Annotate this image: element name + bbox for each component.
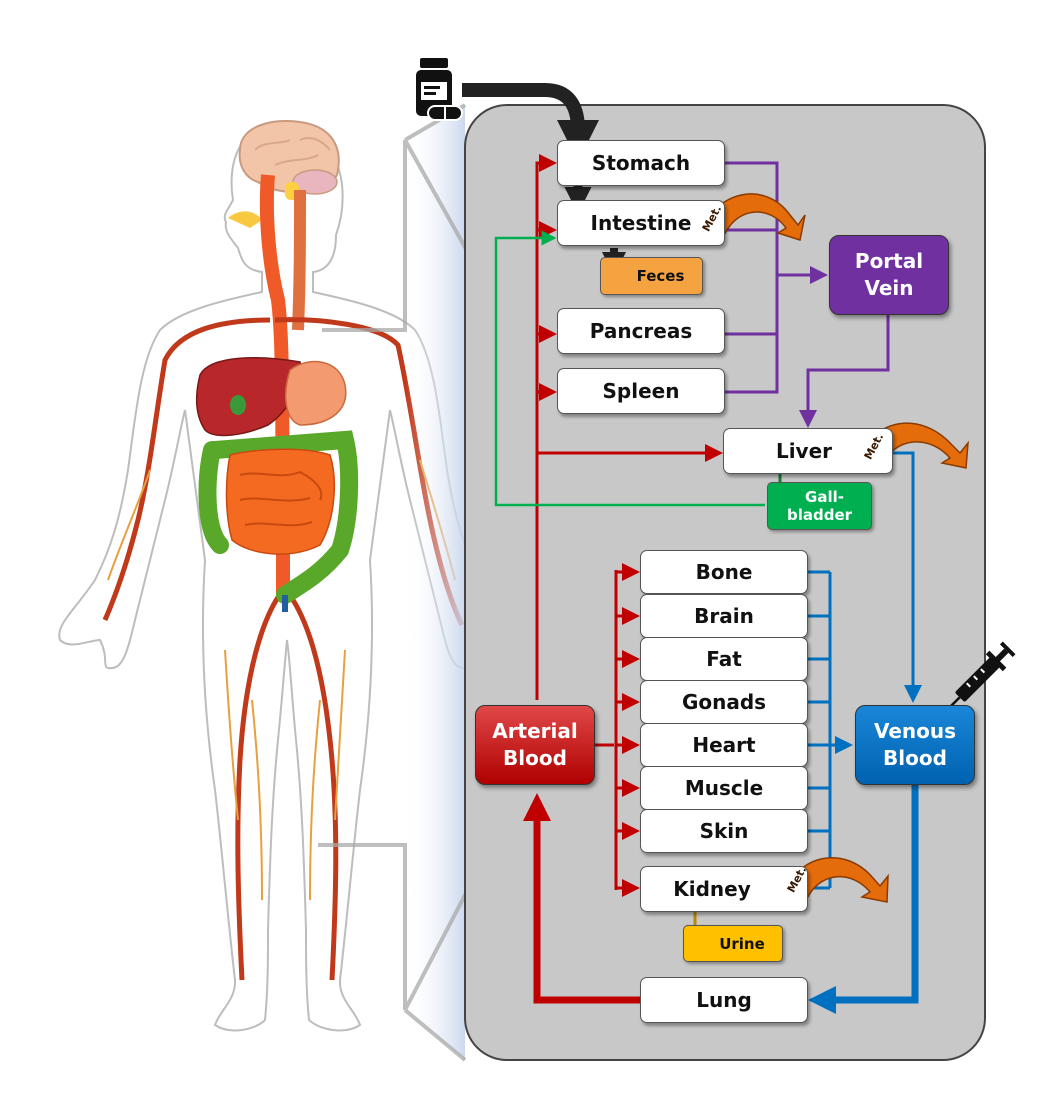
venous-blood-label-2: Blood bbox=[883, 746, 947, 770]
fat-compartment: Fat bbox=[640, 637, 808, 681]
bone-label: Bone bbox=[695, 560, 753, 584]
fat-label: Fat bbox=[706, 647, 742, 671]
gonads-compartment: Gonads bbox=[640, 680, 808, 724]
oral-route-arrow bbox=[462, 83, 599, 162]
skin-compartment: Skin bbox=[640, 809, 808, 853]
skin-label: Skin bbox=[699, 819, 749, 843]
brain-label: Brain bbox=[694, 604, 754, 628]
heart-label: Heart bbox=[692, 733, 756, 757]
venous-connections bbox=[806, 451, 922, 890]
pancreas-compartment: Pancreas bbox=[557, 308, 725, 354]
heart-compartment: Heart bbox=[640, 723, 808, 767]
stomach-compartment: Stomach bbox=[557, 140, 725, 186]
kidney-label: Kidney bbox=[673, 877, 751, 901]
gonads-label: Gonads bbox=[681, 690, 767, 714]
urine-label: Urine bbox=[719, 934, 765, 953]
human-anatomy-illustration bbox=[58, 119, 517, 1032]
muscle-label: Muscle bbox=[684, 776, 764, 800]
venous-blood-compartment: Venous Blood bbox=[855, 705, 975, 785]
spleen-compartment: Spleen bbox=[557, 368, 725, 414]
arterial-connections bbox=[535, 154, 723, 897]
pill-bottle-icon bbox=[416, 58, 463, 121]
liver-label: Liver bbox=[775, 439, 833, 463]
gallbladder-box: Gall- bladder bbox=[767, 482, 872, 530]
kidney-compartment: Kidney bbox=[640, 866, 808, 912]
feces-box: Feces bbox=[600, 257, 703, 295]
zoom-projection bbox=[405, 105, 465, 1060]
lung-compartment: Lung bbox=[640, 977, 808, 1023]
arterial-blood-label-2: Blood bbox=[503, 746, 567, 770]
gallbladder-label-1: Gall- bbox=[805, 488, 844, 506]
liver-compartment: Liver bbox=[723, 428, 893, 474]
metabolism-intestine-arrow bbox=[699, 193, 806, 241]
arterial-blood-label-1: Arterial bbox=[492, 719, 578, 743]
portal-vein-label-1: Portal bbox=[854, 249, 924, 273]
lung-label: Lung bbox=[696, 988, 752, 1012]
bone-compartment: Bone bbox=[640, 550, 808, 594]
brain-compartment: Brain bbox=[640, 594, 808, 638]
stomach-label: Stomach bbox=[591, 151, 691, 175]
venous-blood-label-1: Venous bbox=[873, 719, 957, 743]
urine-box: Urine bbox=[683, 925, 783, 962]
gallbladder-label-2: bladder bbox=[786, 506, 853, 524]
portal-vein-label-2: Vein bbox=[864, 276, 914, 300]
feces-label: Feces bbox=[636, 267, 685, 285]
portal-vein-compartment: Portal Vein bbox=[829, 235, 949, 315]
portal-connections bbox=[725, 161, 890, 428]
arterial-blood-compartment: Arterial Blood bbox=[475, 705, 595, 785]
intestine-label: Intestine bbox=[590, 211, 692, 235]
muscle-compartment: Muscle bbox=[640, 766, 808, 810]
metabolism-kidney-arrow bbox=[782, 856, 889, 904]
pancreas-label: Pancreas bbox=[589, 319, 693, 343]
intestine-compartment: Intestine bbox=[557, 200, 725, 246]
spleen-label: Spleen bbox=[602, 379, 680, 403]
biliary-connection bbox=[494, 230, 765, 507]
